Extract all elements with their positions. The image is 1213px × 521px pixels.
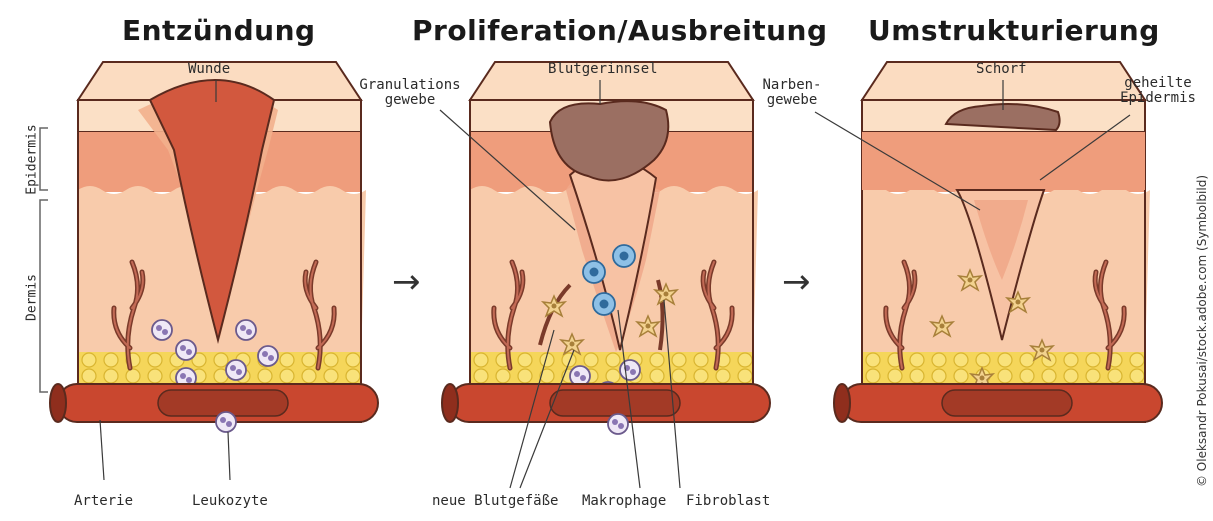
label-leukozyte: Leukozyte [192,494,268,509]
label-blutgerinnsel: Blutgerinnsel [548,62,658,77]
title-proliferation: Proliferation/Ausbreitung [412,14,828,47]
label-narbengewebe: Narben- gewebe [752,78,832,108]
panel-entzuendung [78,62,366,422]
label-narbengewebe-line2: gewebe [752,93,832,108]
image-credit: © Oleksandr Pokusai/stock.adobe.com (Sym… [1195,141,1209,521]
label-narbengewebe-line1: Narben- [752,78,832,93]
label-fibroblast: Fibroblast [686,494,770,509]
panel-proliferation [470,62,758,422]
label-geheilte-line2: Epidermis [1112,91,1204,106]
label-arterie: Arterie [74,494,133,509]
label-granulationsgewebe: Granulations gewebe [350,78,470,108]
label-wunde: Wunde [188,62,230,77]
side-label-epidermis: Epidermis [25,120,40,200]
label-schorf: Schorf [976,62,1027,77]
title-umstrukturierung: Umstrukturierung [868,14,1160,47]
label-geheilte-line1: geheilte [1112,76,1204,91]
panel-umstrukturierung [862,62,1150,422]
label-granulationsgewebe-line1: Granulations [350,78,470,93]
title-entzuendung: Entzündung [122,14,316,47]
label-makrophage: Makrophage [582,494,666,509]
label-geheilte-epidermis: geheilte Epidermis [1112,76,1204,106]
arrow-1: → [392,262,421,302]
label-granulationsgewebe-line2: gewebe [350,93,470,108]
arrow-2: → [782,262,811,302]
side-label-dermis: Dermis [25,258,40,338]
label-neue-blutgefaesse: neue Blutgefäße [432,494,558,509]
